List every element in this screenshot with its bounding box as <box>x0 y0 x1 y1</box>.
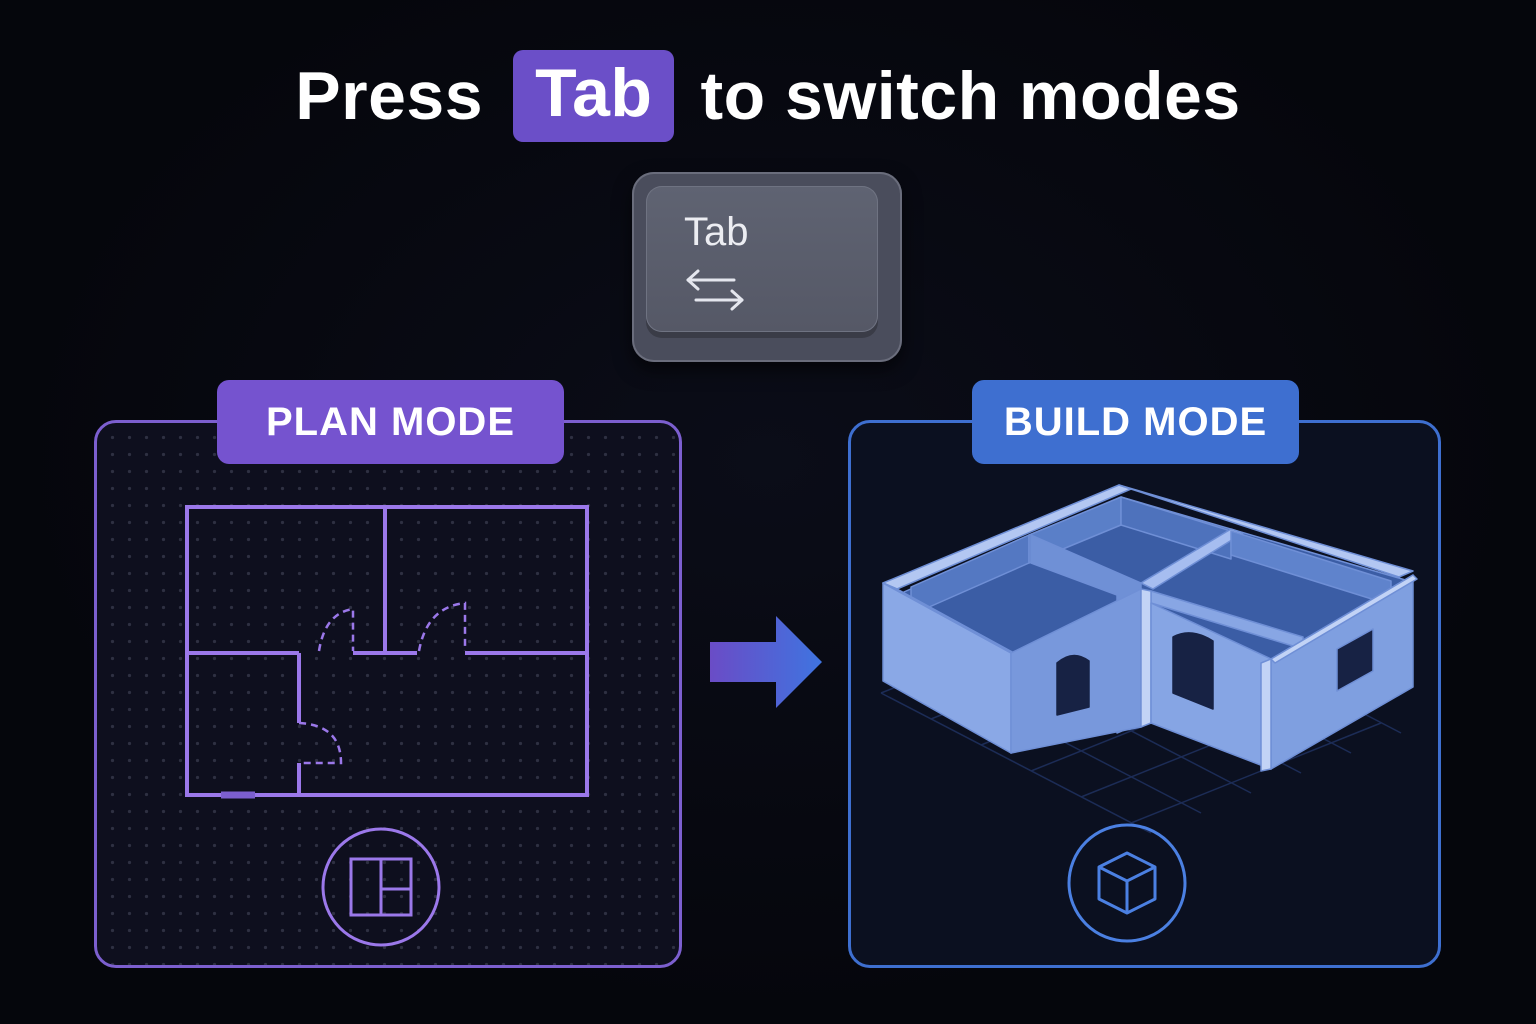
tab-keycap-label: Tab <box>684 210 749 254</box>
headline-press-text: Press <box>295 58 484 134</box>
headline: Press Tab to switch modes <box>0 44 1536 148</box>
right-arrow-icon <box>710 616 822 708</box>
door-swing-3 <box>298 721 343 765</box>
build-mode-badge[interactable]: BUILD MODE <box>972 380 1299 464</box>
headline-switch-text: to switch modes <box>700 58 1241 134</box>
3d-building <box>882 484 1418 772</box>
swap-arrows-icon <box>686 269 744 311</box>
door-swing-2 <box>417 601 467 652</box>
tab-keycap-face[interactable]: Tab <box>646 186 878 332</box>
cube-icon <box>1067 823 1187 943</box>
build-mode-panel[interactable] <box>848 420 1441 968</box>
tab-keycap[interactable]: Tab <box>632 172 902 362</box>
3d-building-drawing <box>880 484 1418 943</box>
door-swing-1 <box>317 607 355 652</box>
headline-tab-key-chip: Tab <box>513 50 675 142</box>
floorplan-icon <box>321 827 441 947</box>
plan-mode-panel[interactable] <box>94 420 682 968</box>
floorplan-drawing <box>185 505 589 947</box>
plan-mode-badge[interactable]: PLAN MODE <box>217 380 564 464</box>
